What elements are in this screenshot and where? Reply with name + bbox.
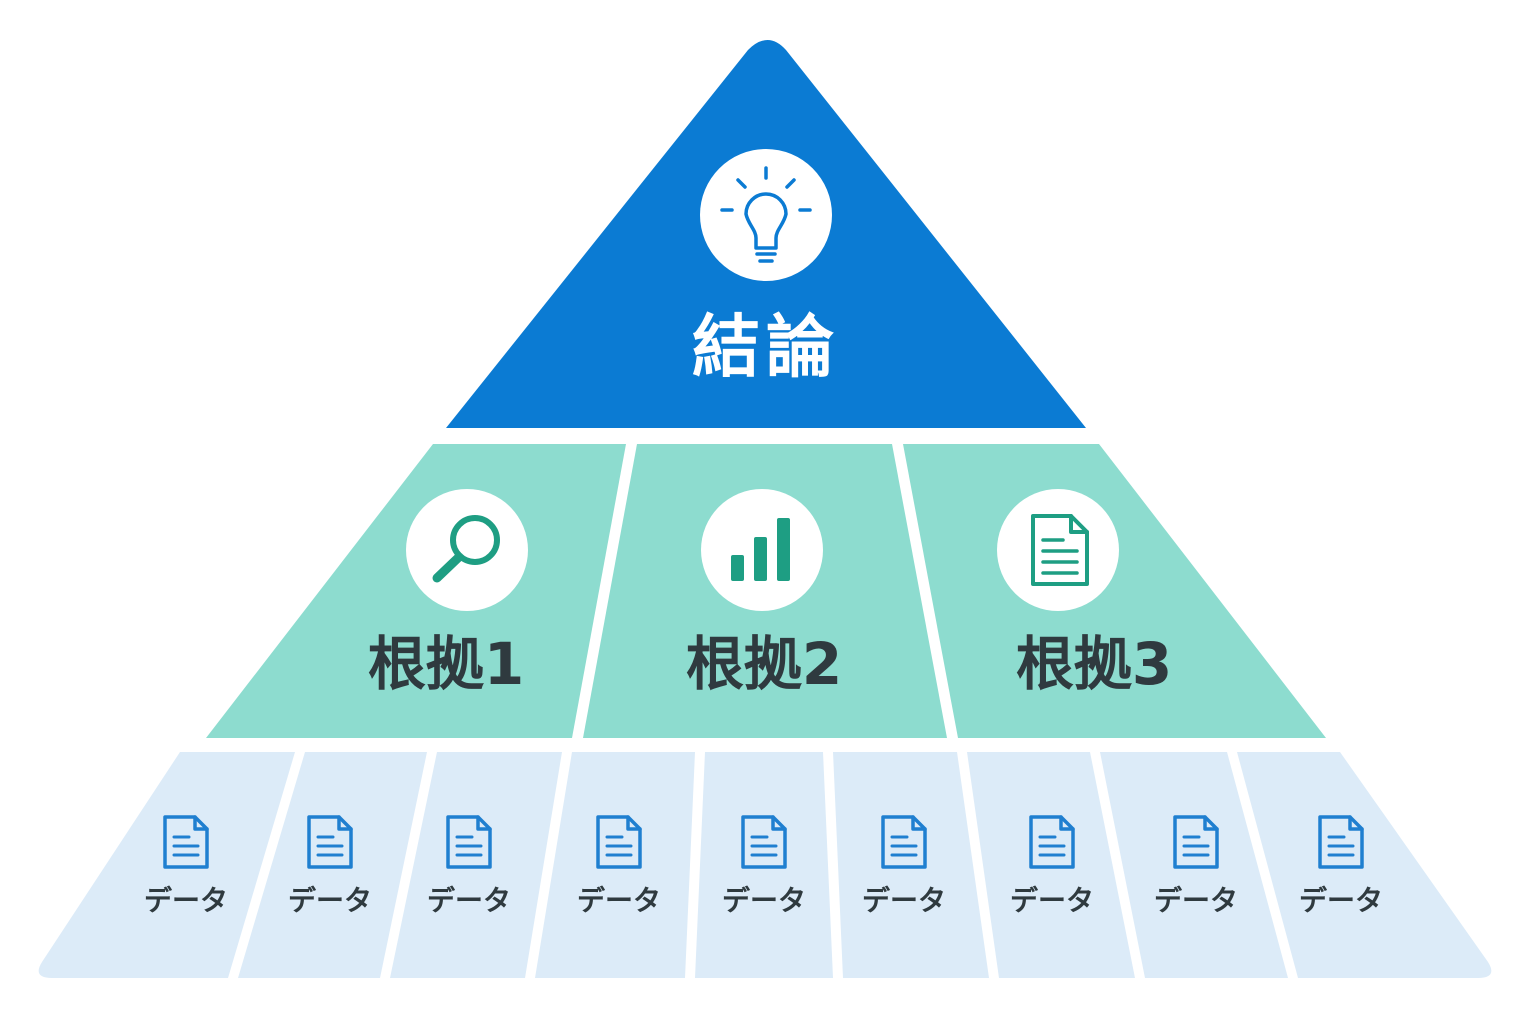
data-label: データ — [427, 884, 511, 917]
data-cell — [38, 752, 296, 978]
data-block: データ — [1100, 752, 1288, 978]
data-label: データ — [288, 884, 372, 917]
data-cell — [695, 752, 833, 978]
reason-icon-circle-1 — [406, 489, 528, 611]
document-icon — [1031, 514, 1089, 586]
document-icon — [596, 815, 642, 869]
data-label: データ — [577, 884, 661, 917]
data-cell — [833, 752, 989, 978]
conclusion-icon-circle — [700, 149, 832, 281]
document-icon — [446, 815, 492, 869]
data-label: データ — [1154, 884, 1238, 917]
reason-block-1 — [206, 444, 626, 738]
reason-label-3: 根拠3 — [1016, 630, 1172, 698]
document-icon — [741, 815, 787, 869]
data-cell — [390, 752, 562, 978]
data-label: データ — [1010, 884, 1094, 917]
data-cell — [535, 752, 695, 978]
data-block: データ — [38, 752, 296, 978]
document-icon — [1318, 815, 1364, 869]
document-icon — [307, 815, 353, 869]
data-block: データ — [390, 752, 562, 978]
data-block: データ — [695, 752, 833, 978]
document-icon — [1173, 815, 1219, 869]
data-label: データ — [144, 884, 228, 917]
data-block: データ — [535, 752, 695, 978]
data-block: データ — [1237, 752, 1492, 978]
document-icon — [1029, 815, 1075, 869]
conclusion-tier: 結論 — [446, 40, 1086, 428]
reason-label-1: 根拠1 — [368, 630, 524, 698]
data-label: データ — [862, 884, 946, 917]
data-label: データ — [1299, 884, 1383, 917]
data-cell — [967, 752, 1135, 978]
magnifier-icon — [432, 515, 500, 583]
data-cell — [238, 752, 427, 978]
document-icon — [881, 815, 927, 869]
document-icon — [163, 815, 209, 869]
bar-chart-icon — [731, 518, 790, 581]
lightbulb-icon — [720, 166, 812, 263]
data-block: データ — [967, 752, 1135, 978]
data-cell — [1100, 752, 1288, 978]
data-cell — [1237, 752, 1492, 978]
reason-label-2: 根拠2 — [686, 630, 842, 698]
conclusion-label: 結論 — [692, 309, 840, 388]
reason-tier: 根拠1 根拠2 根拠3 — [206, 444, 1326, 738]
data-label: データ — [722, 884, 806, 917]
data-block: データ — [833, 752, 989, 978]
data-block: データ — [238, 752, 427, 978]
data-tier: データ データ データ データ データ データ データ データ データ — [38, 752, 1492, 978]
